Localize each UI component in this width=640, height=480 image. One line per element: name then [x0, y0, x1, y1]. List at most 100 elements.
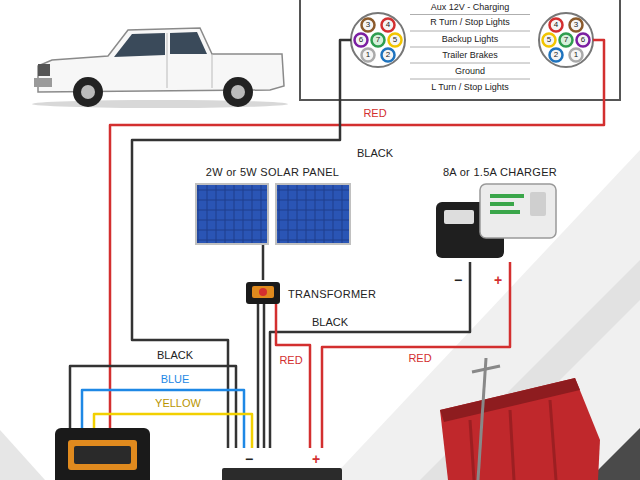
charger-icon-part	[490, 202, 514, 206]
terminal-sign: −	[243, 451, 255, 467]
shade	[0, 430, 45, 480]
connector-table-part	[410, 47, 530, 48]
solar-panels	[196, 184, 350, 244]
black-wire	[270, 262, 470, 448]
function-label: Trailer Brakes	[440, 50, 500, 60]
pin-disc-part	[382, 19, 395, 32]
pin-disc-part	[550, 19, 563, 32]
solar-panel: 2W or 5W SOLAR PANEL	[190, 162, 355, 245]
pin-number: 2	[384, 50, 392, 59]
battery	[222, 468, 342, 480]
pin-disc-part	[570, 19, 583, 32]
solar-panels-part	[276, 184, 350, 244]
pickup-truck-part	[73, 77, 103, 107]
dump-trailer-part	[478, 358, 486, 480]
black-wire	[257, 304, 260, 448]
connector-table-part	[410, 63, 530, 64]
function-label: Backup Lights	[440, 34, 501, 44]
connector-table-part	[410, 31, 530, 32]
pin-number: 3	[364, 20, 372, 29]
pin-number: 7	[374, 35, 382, 44]
pin-number: 2	[552, 50, 560, 59]
pin-number: 6	[579, 35, 587, 44]
pickup-truck-part	[34, 78, 52, 87]
charger-icon-part	[444, 210, 474, 224]
pin-disc-part	[560, 34, 573, 47]
pickup-truck-part	[114, 33, 165, 57]
pin-number: 3	[572, 20, 580, 29]
black-wire	[263, 304, 266, 448]
charger-icon-part	[490, 194, 524, 198]
pin-disc-part	[543, 34, 556, 47]
dump-trailer-part	[440, 378, 600, 480]
dump-trailer-part	[470, 420, 474, 480]
pin-disc-part	[372, 34, 385, 47]
pin-number: 1	[572, 50, 580, 59]
transformer-icon-part	[252, 286, 274, 298]
black-wire	[132, 40, 351, 448]
wire-color-label: RED	[361, 107, 388, 120]
pickup-truck-part	[231, 85, 245, 99]
dump-trailer-part	[550, 400, 556, 480]
transformer-icon	[246, 282, 280, 304]
dump-trailer-part	[510, 410, 514, 480]
controller-box-part	[74, 446, 131, 464]
terminal-sign: +	[310, 451, 322, 467]
dump-trailer	[440, 358, 600, 480]
function-label: Aux 12V - Charging	[429, 2, 512, 12]
function-label: Ground	[453, 66, 487, 76]
transformer-icon-part	[246, 282, 280, 304]
pickup-truck-part	[167, 33, 168, 88]
charger-icon-part	[490, 210, 520, 214]
plug-face	[351, 13, 405, 67]
pin-number: 5	[391, 35, 399, 44]
wire-color-label: BLUE	[159, 373, 192, 386]
transformer: TRANSFORMER	[240, 280, 386, 306]
pin-number: 1	[364, 50, 372, 59]
pin-disc-part	[550, 49, 563, 62]
wire-connector	[262, 245, 265, 280]
dump-trailer-part	[472, 366, 500, 372]
charger: 8A or 1.5A CHARGER	[430, 162, 570, 260]
pickup-truck	[32, 28, 288, 108]
connector-table	[300, 0, 620, 100]
red-wire	[110, 40, 604, 428]
terminal-sign: −	[452, 272, 464, 288]
connector-table-part	[300, 0, 620, 100]
pin-number: 4	[552, 20, 560, 29]
controller-box-part	[55, 428, 150, 480]
wire-color-label: RED	[406, 352, 433, 365]
solar-panels-part	[196, 184, 268, 244]
pin-number: 4	[384, 20, 392, 29]
pin-number: 5	[545, 35, 553, 44]
pin-disc-part	[382, 49, 395, 62]
component-heading: 2W or 5W SOLAR PANEL	[204, 166, 342, 179]
charger-icon-part	[480, 184, 556, 238]
pin-disc-part	[570, 49, 583, 62]
terminal-sign: +	[492, 272, 504, 288]
transformer-icon-part	[259, 288, 267, 296]
wire-color-label: YELLOW	[153, 397, 203, 410]
function-label: R Turn / Stop Lights	[428, 17, 512, 27]
charger-icon-part	[530, 192, 546, 216]
controller-box	[55, 428, 150, 480]
pin-disc-part	[362, 19, 375, 32]
plug-face	[539, 13, 593, 67]
red-wire	[276, 304, 310, 448]
pin-disc-part	[389, 34, 402, 47]
pin-number: 7	[562, 35, 570, 44]
pickup-truck-part	[38, 64, 50, 76]
controller-box-part	[68, 440, 137, 470]
component-heading: 8A or 1.5A CHARGER	[441, 166, 559, 179]
pin-number: 6	[357, 35, 365, 44]
pin-disc-part	[355, 34, 368, 47]
wire-color-label: BLACK	[155, 349, 195, 362]
battery-part	[222, 468, 342, 480]
function-label: L Turn / Stop Lights	[429, 82, 511, 92]
pickup-truck-part	[223, 77, 253, 107]
shade	[330, 150, 640, 480]
wire-color-label: RED	[277, 354, 304, 367]
